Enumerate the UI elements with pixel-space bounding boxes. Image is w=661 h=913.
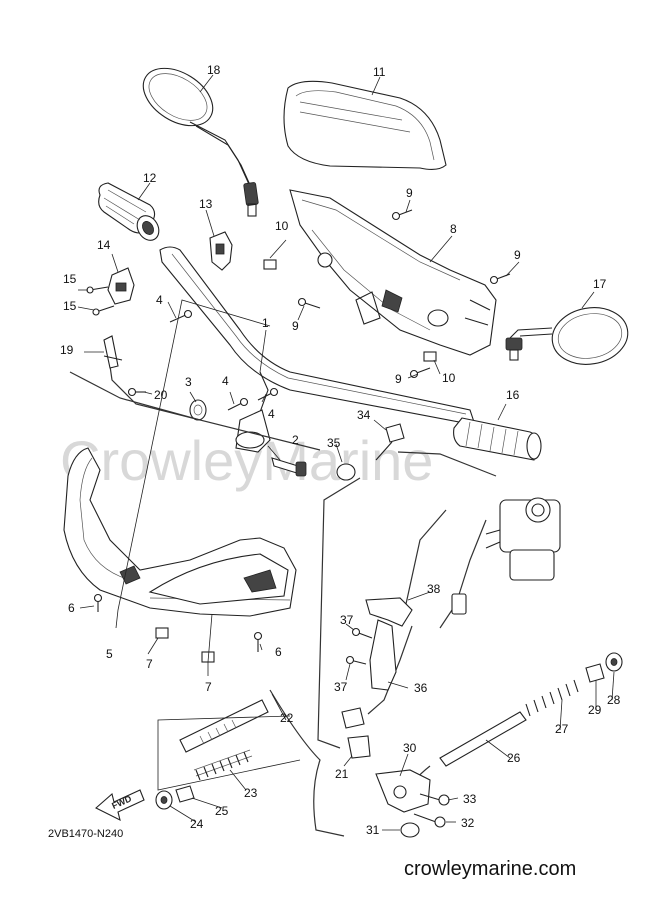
diagram-code: 2VB1470-N240: [48, 828, 124, 840]
part-2-bolt: [271, 457, 307, 477]
part-6-screws: [93, 593, 263, 652]
callout-9d: 9: [395, 372, 402, 386]
callout-17: 17: [593, 277, 607, 291]
callout-22: 22: [280, 711, 294, 725]
part-5-front-cover: [63, 447, 297, 617]
callout-1: 1: [262, 316, 269, 330]
callout-8: 8: [450, 222, 457, 236]
callout-25: 25: [215, 804, 229, 818]
callout-15a: 15: [63, 272, 77, 286]
part-22-cable: [179, 689, 345, 837]
callout-3: 3: [185, 375, 192, 389]
callout-31: 31: [366, 823, 380, 837]
part-21-clamp: [341, 707, 371, 759]
callout-7a: 7: [146, 657, 153, 671]
callout-21: 21: [335, 767, 349, 781]
part-31-grommet: [400, 822, 420, 838]
callout-30: 30: [403, 741, 417, 755]
part-8-handlebar-cover: [289, 189, 497, 356]
part-17-right-mirror: [505, 307, 629, 365]
carburetor-assembly: [485, 497, 561, 581]
callout-28: 28: [607, 693, 621, 707]
callout-32: 32: [461, 816, 475, 830]
part-23-spring: [193, 749, 253, 781]
part-1-handlebar: [159, 246, 476, 453]
callout-16: 16: [506, 388, 520, 402]
callout-34: 34: [357, 408, 371, 422]
callout-10b: 10: [442, 371, 456, 385]
part-3-collar: [189, 399, 207, 421]
callout-35: 35: [327, 436, 341, 450]
part-20-bolt: [127, 387, 146, 397]
callout-9b: 9: [514, 248, 521, 262]
callout-10a: 10: [275, 219, 289, 233]
part-27-spring: [525, 679, 579, 717]
callout-38: 38: [427, 582, 441, 596]
callout-33: 33: [463, 792, 477, 806]
part-34-adjuster: [375, 423, 405, 461]
callout-24: 24: [190, 817, 204, 831]
callout-27: 27: [555, 722, 569, 736]
part-12-left-grip: [98, 182, 160, 241]
callout-36: 36: [414, 681, 428, 695]
part-11-top-cover: [283, 80, 447, 171]
part-28-nut: [605, 652, 623, 672]
part-13-switch-clamp: [209, 231, 233, 271]
part-38-bracket: [365, 597, 413, 627]
callout-6a: 6: [68, 601, 75, 615]
callout-7b: 7: [205, 680, 212, 694]
part-25-sleeve: [175, 785, 195, 803]
part-19-adjuster: [103, 335, 123, 369]
callout-13: 13: [199, 197, 213, 211]
part-33-bolt: [419, 793, 450, 806]
callout-numbers: 18 11 12 13 14 15 15 4 1 10 9 8 9 17 9 9…: [60, 63, 621, 837]
part-29-sleeve: [585, 663, 605, 683]
callout-14: 14: [97, 238, 111, 252]
callout-19: 19: [60, 343, 74, 357]
part-9-screws: [297, 209, 511, 379]
callout-5: 5: [106, 647, 113, 661]
callout-37b: 37: [334, 680, 348, 694]
callout-4b: 4: [222, 374, 229, 388]
site-url[interactable]: crowleymarine.com: [404, 858, 577, 880]
callout-2: 2: [292, 433, 299, 447]
part-37-bolts: [345, 627, 373, 665]
fwd-arrow-icon: FWD: [95, 789, 145, 822]
callout-12: 12: [143, 171, 157, 185]
callout-20: 20: [154, 388, 168, 402]
part-14-left-switch: [86, 267, 135, 316]
callout-23: 23: [244, 786, 258, 800]
callout-15b: 15: [63, 299, 77, 313]
part-30-bracket: [375, 769, 431, 813]
callout-4a: 4: [156, 293, 163, 307]
callout-9c: 9: [292, 319, 299, 333]
callout-6b: 6: [275, 645, 282, 659]
part-32-bolt: [413, 813, 446, 828]
part-16-right-grip: [453, 417, 542, 461]
callout-37a: 37: [340, 613, 354, 627]
callout-11: 11: [373, 65, 386, 79]
callout-18: 18: [207, 63, 221, 77]
part-10-nuts: [263, 259, 437, 362]
callout-29: 29: [588, 703, 602, 717]
part-4-screws: [169, 309, 279, 411]
part-35-grommet: [336, 463, 356, 481]
callout-26: 26: [507, 751, 521, 765]
part-18-left-mirror: [142, 67, 259, 217]
callout-4c: 4: [268, 407, 275, 421]
part-24-nut: [155, 790, 173, 810]
callout-9a: 9: [406, 186, 413, 200]
part-36-bracket: [369, 619, 397, 691]
part-7-clips: [155, 627, 215, 663]
leader-lines: [77, 74, 615, 831]
